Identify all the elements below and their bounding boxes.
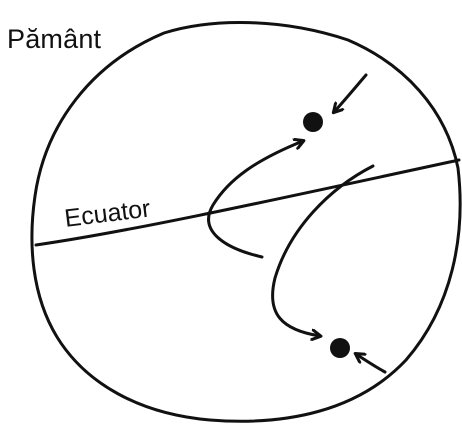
left-curved-arrow <box>209 141 303 257</box>
upper-incoming-arrow <box>334 75 366 112</box>
right-curved-arrow <box>273 166 373 336</box>
upper-dot <box>303 112 323 132</box>
lower-dot <box>330 338 350 358</box>
lower-incoming-arrow <box>356 354 385 372</box>
earth-label: Pământ <box>7 24 101 55</box>
